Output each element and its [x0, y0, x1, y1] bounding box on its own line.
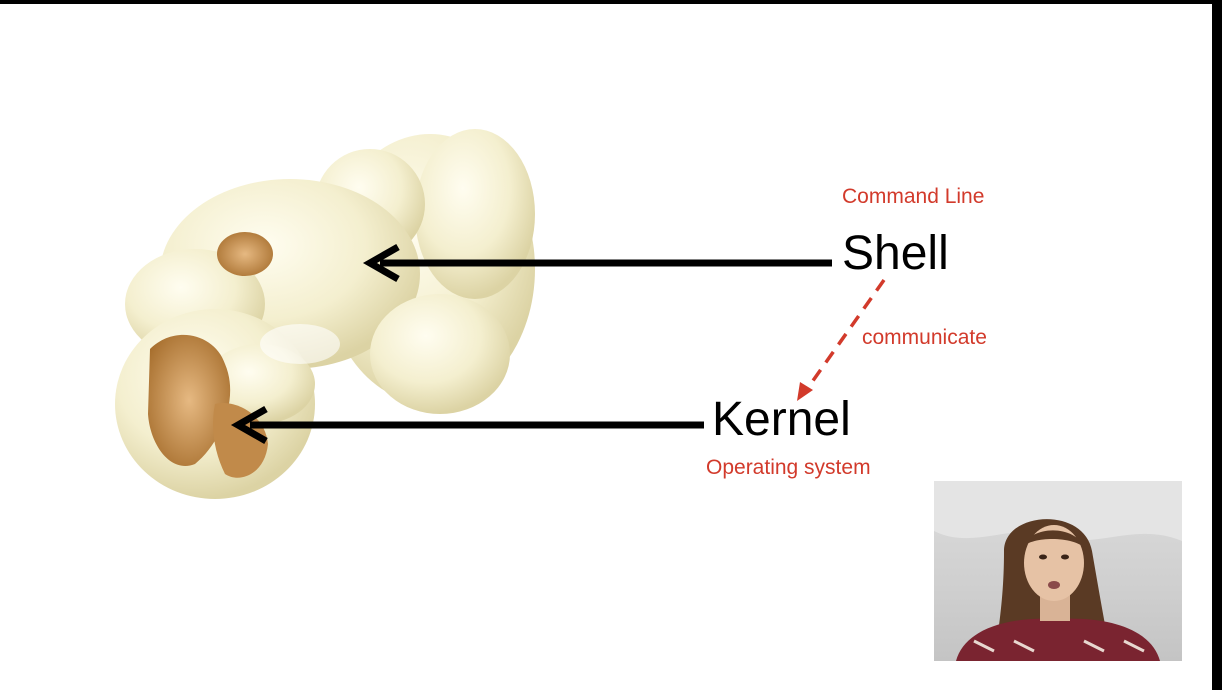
- communicate-label: communicate: [862, 326, 987, 349]
- presenter-webcam: [934, 481, 1182, 661]
- shell-arrow: [362, 243, 832, 283]
- kernel-caption: Operating system: [706, 456, 871, 479]
- communicate-arrow: [797, 278, 886, 401]
- shell-caption: Command Line: [842, 185, 985, 208]
- slide: Command Line Shell communicate Kernel Op…: [0, 4, 1212, 690]
- kernel-label: Kernel: [712, 393, 851, 446]
- popcorn-image: [115, 129, 535, 499]
- kernel-arrow: [230, 405, 704, 445]
- shell-label: Shell: [842, 227, 949, 280]
- diagram-canvas: [115, 129, 886, 499]
- presenter-figure: [934, 481, 1182, 661]
